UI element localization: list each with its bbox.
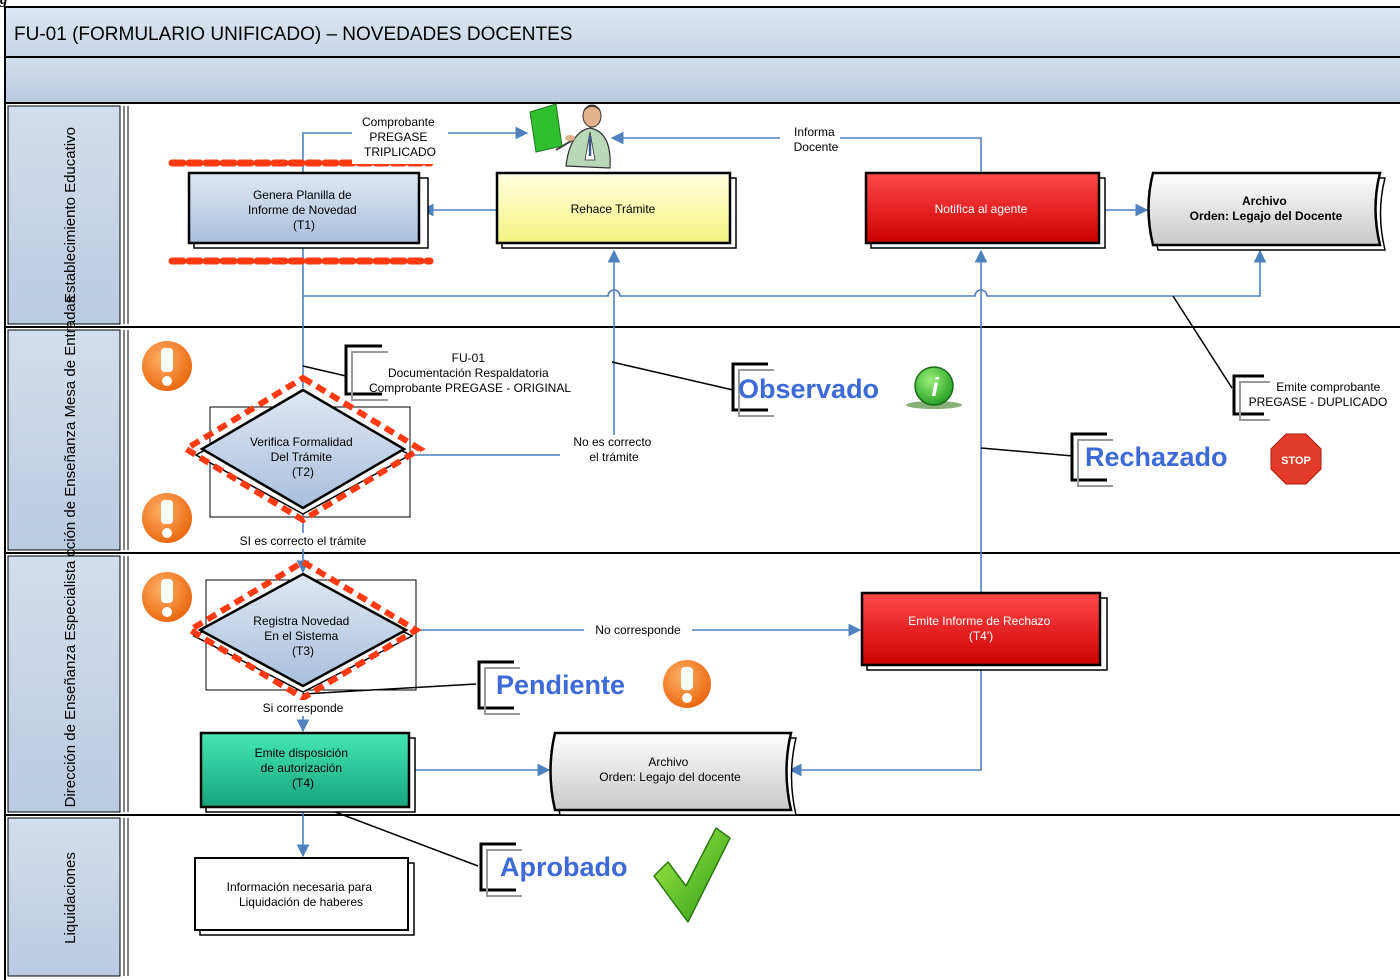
connectors bbox=[296, 126, 1267, 858]
warning-icon bbox=[142, 493, 192, 543]
info-icon: i bbox=[906, 366, 962, 409]
lane-header-liquidaciones: Liquidaciones bbox=[7, 817, 129, 977]
header-band bbox=[4, 56, 1400, 104]
svg-text:Información necesaria para: Información necesaria para Liquidación d… bbox=[227, 880, 376, 909]
edge-label-comprobante: Comprobante PREGASE TRIPLICADO bbox=[352, 112, 448, 164]
leader-lines bbox=[302, 295, 1233, 867]
checkmark-icon bbox=[653, 827, 731, 923]
node-t2-line3: (T2) bbox=[292, 465, 314, 479]
edge-label-no-correcto: No es correcto el trámite bbox=[560, 435, 672, 467]
node-t4-prime-line1: Emite Informe de Rechazo bbox=[908, 614, 1050, 628]
node-archivo-2-line2: Orden: Legajo del docente bbox=[599, 770, 741, 784]
svg-text:Verifica Formalidad Del: Verifica Formalidad Del Trámite (T2) bbox=[250, 435, 356, 479]
node-t4-line2: de autorización bbox=[261, 761, 342, 775]
svg-text:No es correcto el trámit: No es correcto el trámite bbox=[573, 435, 654, 464]
highlight-diamond-t2 bbox=[180, 374, 426, 524]
status-pendiente-label: Pendiente bbox=[496, 670, 625, 700]
svg-text:Dirección de Enseñanza Especia: Dirección de Enseñanza Especialista bbox=[62, 560, 79, 807]
node-t2-line1: Verifica Formalidad bbox=[250, 435, 353, 449]
warning-icon bbox=[142, 572, 192, 622]
lane-header-especialista: Dirección de Enseñanza Especialista bbox=[7, 555, 129, 813]
svg-text:Establecimiento Educativo: Establecimiento Educativo bbox=[62, 127, 79, 303]
node-t4-prime-line2: (T4') bbox=[969, 629, 993, 643]
status-rechazado: Rechazado bbox=[1070, 432, 1228, 487]
svg-text:Archivo Orden: Legajo de: Archivo Orden: Legajo del docente bbox=[599, 755, 741, 784]
svg-text:Liquidaciones: Liquidaciones bbox=[62, 852, 79, 944]
edge-label-si-correcto: SI es correcto el trámite bbox=[240, 534, 367, 548]
node-t1[interactable]: Genera Planilla de Informe de Novedad (T… bbox=[187, 171, 429, 249]
node-archivo-2-line1: Archivo bbox=[648, 755, 688, 769]
lane-label-especialista: Dirección de Enseñanza Especialista bbox=[62, 560, 79, 807]
node-t3-line3: (T3) bbox=[292, 644, 314, 658]
node-t3-line2: En el Sistema bbox=[264, 629, 338, 643]
svg-text:Genera Planilla de Infor: Genera Planilla de Informe de Novedad (T… bbox=[248, 188, 360, 232]
svg-text:Archivo Orden: Legajo de: Archivo Orden: Legajo del Docente bbox=[1190, 194, 1343, 223]
svg-text:FU-01 Documentación Resp: FU-01 Documentación Respaldatoria Compro… bbox=[369, 351, 571, 395]
node-t1-line1: Genera Planilla de bbox=[253, 188, 352, 202]
svg-text:Comprobante PREGASE: Comprobante PREGASE TRIPLICADO bbox=[362, 115, 438, 159]
stop-icon: STOP bbox=[1270, 433, 1322, 485]
svg-text:Informa Docente: Informa Docente bbox=[794, 125, 839, 154]
node-t4-line1: Emite disposición bbox=[255, 746, 348, 760]
person-pointing-icon bbox=[529, 103, 611, 169]
edge-t4prime-to-archivo2 bbox=[788, 668, 982, 777]
edge-bus bbox=[302, 244, 1267, 297]
highlight-diamond-t3 bbox=[184, 558, 422, 702]
status-observado: Observado bbox=[731, 362, 879, 417]
node-t3-line1: Registra Novedad bbox=[253, 614, 349, 628]
status-observado-label: Observado bbox=[738, 374, 879, 404]
status-rechazado-label: Rechazado bbox=[1085, 442, 1228, 472]
node-liquidacion-line2: Liquidación de haberes bbox=[239, 895, 363, 909]
title-bar bbox=[4, 6, 1400, 58]
lane-label-liquidaciones: Liquidaciones bbox=[62, 852, 79, 944]
node-t4-prime[interactable]: Emite Informe de Rechazo (T4') bbox=[860, 591, 1108, 671]
page-fragment: g bbox=[0, 0, 8, 8]
lane-label-establecimiento: Establecimiento Educativo bbox=[62, 127, 79, 303]
node-t4-line3: (T4) bbox=[292, 776, 314, 790]
node-liquidacion-line1: Información necesaria para bbox=[227, 880, 373, 894]
svg-text:Dirección de Enseñanza Mesa de: Dirección de Enseñanza Mesa de Entradas bbox=[62, 296, 79, 585]
edge-label-si-correcto-bg bbox=[220, 533, 388, 549]
node-liquidacion[interactable]: Información necesaria para Liquidación d… bbox=[194, 857, 415, 936]
edge-notifica-to-person bbox=[610, 131, 982, 173]
info-icon-glyph: i bbox=[931, 372, 939, 402]
svg-text:Emite comprobante PREGAS: Emite comprobante PREGASE - DUPLICADO bbox=[1249, 380, 1388, 409]
diagram-title: FU-01 (FORMULARIO UNIFICADO) – NOVEDADES… bbox=[14, 24, 572, 45]
node-archivo-2[interactable]: Archivo Orden: Legajo del docente bbox=[549, 731, 797, 816]
stop-icon-label: STOP bbox=[1281, 455, 1311, 467]
node-notifica[interactable]: Notifica al agente bbox=[864, 171, 1106, 249]
warning-icon bbox=[142, 341, 192, 391]
node-t2-line2: Del Trámite bbox=[271, 450, 333, 464]
node-rehace[interactable]: Rehace Trámite bbox=[495, 171, 737, 249]
edge-label-si-corresponde-bg bbox=[250, 700, 356, 716]
annotation-duplicado: Emite comprobante PREGASE - DUPLICADO bbox=[1232, 374, 1388, 421]
node-rehace-label: Rehace Trámite bbox=[571, 202, 656, 216]
node-t1-line2: Informe de Novedad bbox=[248, 203, 357, 217]
edge-label-informa: Informa Docente bbox=[780, 124, 840, 156]
status-aprobado: Aprobado bbox=[479, 842, 661, 897]
lane-body-mesa-entradas bbox=[4, 326, 1400, 554]
status-pendiente: Pendiente bbox=[477, 660, 625, 715]
lane-header-mesa-entradas: Dirección de Enseñanza Mesa de Entradas bbox=[7, 296, 129, 585]
lane-header-establecimiento: Establecimiento Educativo bbox=[7, 105, 129, 325]
edge-label-no-corresponde: No corresponde bbox=[595, 623, 681, 637]
lane-label-mesa-entradas: Dirección de Enseñanza Mesa de Entradas bbox=[62, 296, 79, 585]
node-t1-line3: (T1) bbox=[293, 218, 315, 232]
svg-text:Registra Novedad En el S: Registra Novedad En el Sistema (T3) bbox=[253, 614, 352, 658]
svg-text:Emite disposición de aut: Emite disposición de autorización (T4) bbox=[255, 746, 352, 790]
svg-text:Emite Informe de Rechazo: Emite Informe de Rechazo (T4') bbox=[908, 614, 1053, 643]
warning-icon bbox=[663, 660, 711, 708]
edge-label-si-corresponde: Si corresponde bbox=[263, 701, 344, 715]
status-aprobado-label: Aprobado bbox=[500, 852, 628, 882]
node-archivo-1-line2: Orden: Legajo del Docente bbox=[1190, 209, 1343, 223]
node-archivo-1[interactable]: Archivo Orden: Legajo del Docente bbox=[1147, 171, 1386, 251]
edge-label-no-corresponde-bg bbox=[584, 622, 692, 638]
node-notifica-label: Notifica al agente bbox=[935, 202, 1028, 216]
node-t4[interactable]: Emite disposición de autorización (T4) bbox=[199, 731, 416, 813]
annotation-docs: FU-01 Documentación Respaldatoria Compro… bbox=[344, 344, 571, 401]
node-archivo-1-line1: Archivo bbox=[1242, 194, 1287, 208]
